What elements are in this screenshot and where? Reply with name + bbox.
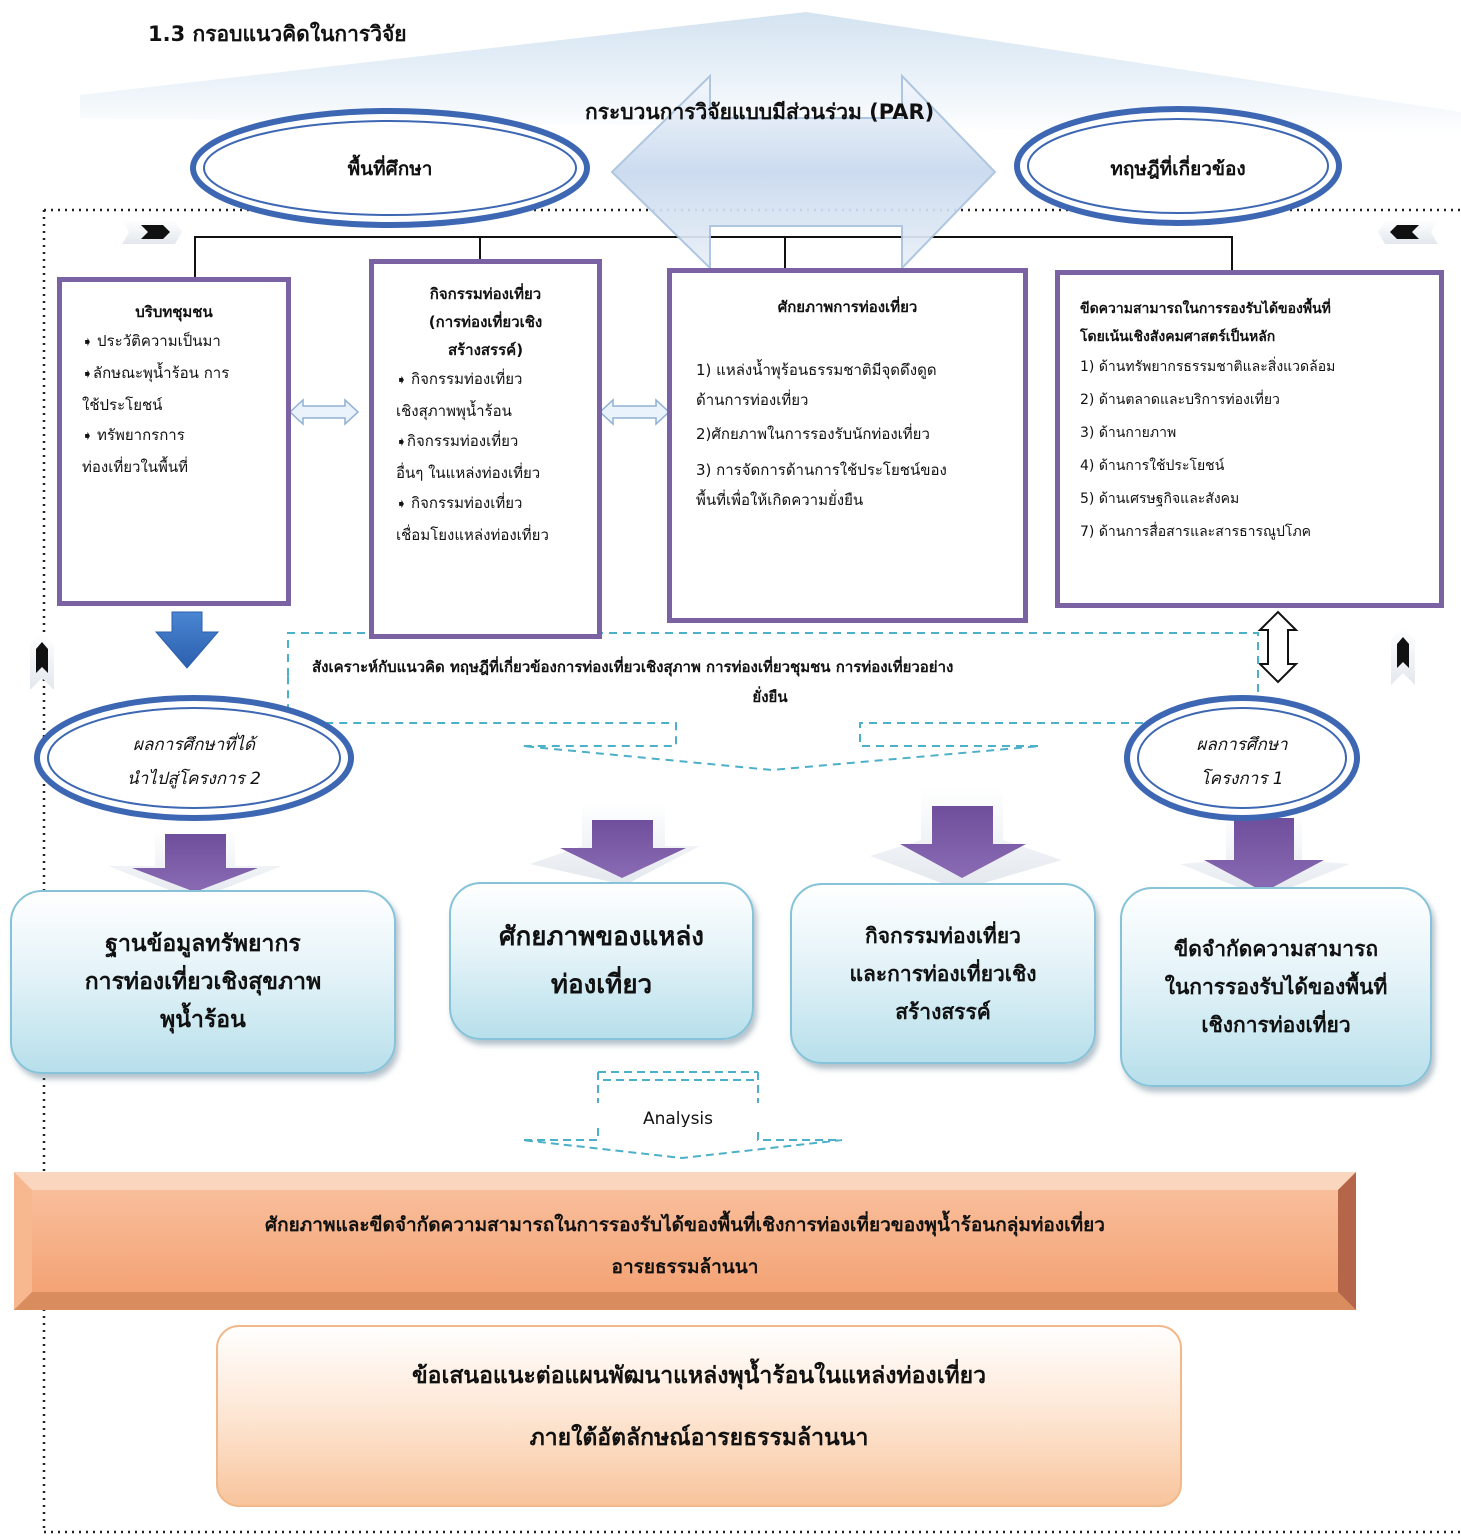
connector-line bbox=[194, 236, 1233, 280]
result-box-potential: ศักยภาพของแหล่ง ท่องเที่ยว bbox=[449, 882, 754, 1040]
tourism-potential-box: ศักยภาพการท่องเที่ยว 1) แหล่งน้ำพุร้อนธร… bbox=[667, 268, 1028, 623]
box-line: 5) ด้านเศรษฐกิจและสังคม bbox=[1080, 491, 1240, 507]
result-box-activities: กิจกรรมท่องเที่ยว และการท่องเที่ยวเชิง ส… bbox=[790, 883, 1096, 1064]
synthesis-text-1: สังเคราะห์กับแนวคิด ทฤษฎีที่เกี่ยวข้องกา… bbox=[312, 658, 954, 676]
box-line: 3) ด้านกายภาพ bbox=[1080, 425, 1177, 441]
box-line: พื้นที่เพื่อให้เกิดความยั่งยืน bbox=[696, 491, 864, 509]
box-line: ประวัติความเป็นมา bbox=[97, 332, 221, 350]
oval-theories bbox=[1014, 106, 1342, 226]
synthesis-dashed-outline bbox=[287, 632, 1259, 772]
result-line: สร้างสรรค์ bbox=[895, 999, 991, 1024]
result-box-capacity: ขีดจำกัดความสามารถ ในการรองรับได้ของพื้น… bbox=[1120, 887, 1432, 1087]
tourism-activities-title-2: (การท่องเที่ยวเชิง bbox=[428, 313, 543, 331]
chevron-right-icon bbox=[122, 220, 182, 244]
result-line: ขีดจำกัดความสามารถ bbox=[1173, 937, 1379, 961]
bullet-icon: ➧ bbox=[82, 429, 98, 444]
section-title: 1.3 กรอบแนวคิดในการวิจัย bbox=[148, 22, 407, 46]
bullet-icon: ➧ bbox=[82, 335, 98, 350]
carrying-capacity-title-1: ขีดความสามารถในการรองรับได้ของพื้นที่ bbox=[1080, 301, 1331, 317]
oval-line: นำไปสู่โครงการ 2 bbox=[126, 769, 261, 789]
box-line: อื่นๆ ในแหล่งท่องเที่ยว bbox=[396, 464, 541, 482]
box-line: กิจกรรมท่องเที่ยว bbox=[411, 370, 523, 388]
box-line: ด้านการท่องเที่ยว bbox=[696, 391, 809, 409]
synthesis-text-2: ยั่งยืน bbox=[752, 688, 788, 706]
bullet-icon: ➧ bbox=[396, 373, 412, 388]
result-box-database: ฐานข้อมูลทรัพยากร การท่องเที่ยวเชิงสุขภา… bbox=[10, 890, 396, 1074]
result-line: ในการรองรับได้ของพื้นที่ bbox=[1164, 975, 1388, 999]
oval-line: ผลการศึกษา bbox=[1196, 735, 1288, 755]
oval-results-project2 bbox=[34, 695, 354, 821]
summary-bevel-banner bbox=[14, 1172, 1356, 1310]
oval-line: โครงการ 1 bbox=[1200, 769, 1284, 789]
oval-line: ผลการศึกษาที่ได้ bbox=[133, 735, 255, 755]
box-line: ลักษณะพุน้ำร้อน การ bbox=[92, 364, 230, 382]
box-line: กิจกรรมท่องเที่ยว bbox=[411, 494, 523, 512]
vertical-double-arrow-icon bbox=[1257, 610, 1299, 684]
box-line: เชื่อมโยงแหล่งท่องเที่ยว bbox=[396, 526, 549, 544]
box-line: 7) ด้านการสื่อสารและสารธารณูปโภค bbox=[1080, 524, 1312, 540]
box-line: ท่องเที่ยวในพื้นที่ bbox=[82, 458, 189, 476]
box-line: ใช้ประโยชน์ bbox=[82, 396, 163, 414]
double-arrow-icon bbox=[288, 398, 360, 426]
result-line: เชิงการท่องเที่ยว bbox=[1201, 1013, 1351, 1037]
oval-study-area-label: พื้นที่ศึกษา bbox=[347, 158, 433, 180]
community-context-box: บริบทชุมชน ➧ ประวัติความเป็นมา ➧ลักษณะพุ… bbox=[57, 277, 291, 606]
oval-theories-label: ทฤษฎีที่เกี่ยวข้อง bbox=[1110, 158, 1246, 180]
box-line: 2)ศักยภาพในการรองรับนักท่องเที่ยว bbox=[696, 425, 930, 443]
result-line: และการท่องเที่ยวเชิง bbox=[849, 961, 1037, 986]
box-line: เชิงสุภาพพุน้ำร้อน bbox=[396, 402, 512, 420]
bullet-icon: ➧ bbox=[396, 497, 412, 512]
result-line: กิจกรรมท่องเที่ยว bbox=[865, 923, 1021, 948]
oval-results-project1-label: ผลการศึกษา โครงการ 1 bbox=[1142, 728, 1342, 796]
analysis-dashed-outline bbox=[521, 1071, 843, 1160]
box-line: 1) ด้านทรัพยากรธรรมชาติและสิ่งแวดล้อม bbox=[1080, 359, 1336, 375]
recommendation-line-2: ภายใต้อัตลักษณ์อารยธรรมล้านนา bbox=[529, 1425, 869, 1451]
analysis-label: Analysis bbox=[642, 1109, 714, 1127]
box-line: 4) ด้านการใช้ประโยชน์ bbox=[1080, 458, 1225, 474]
chevron-left-icon bbox=[1378, 220, 1438, 244]
bullet-icon: ➧ bbox=[396, 435, 407, 450]
box-line: 3) การจัดการด้านการใช้ประโยชน์ของ bbox=[696, 461, 947, 479]
blue-down-arrow bbox=[154, 611, 220, 669]
box-line: 1) แหล่งน้ำพุร้อนธรรมชาติมีจุดดึงดูด bbox=[696, 361, 937, 379]
tourism-activities-title-3: สร้างสรรค์) bbox=[447, 341, 524, 359]
down-arrow bbox=[560, 820, 686, 878]
chevron-up-icon-left bbox=[30, 632, 54, 690]
recommendation-line-1: ข้อเสนอแนะต่อแผนพัฒนาแหล่งพุน้ำร้อนในแหล… bbox=[411, 1363, 987, 1389]
carrying-capacity-title-2: โดยเน้นเชิงสังคมศาสตร์เป็นหลัก bbox=[1080, 329, 1276, 345]
tourism-activities-title-1: กิจกรรมท่องเที่ยว bbox=[429, 285, 542, 303]
tourism-potential-title: ศักยภาพการท่องเที่ยว bbox=[777, 298, 918, 316]
result-line: ศักยภาพของแหล่ง bbox=[499, 922, 704, 952]
par-label: กระบวนการวิจัยแบบมีส่วนร่วม (PAR) bbox=[585, 100, 935, 124]
box-line: กิจกรรมท่องเที่ยว bbox=[406, 432, 519, 450]
oval-results-project1 bbox=[1124, 695, 1360, 821]
result-line: ฐานข้อมูลทรัพยากร bbox=[105, 931, 301, 957]
box-line: 2) ด้านตลาดและบริการท่องเที่ยว bbox=[1080, 392, 1280, 408]
bullet-icon: ➧ bbox=[82, 367, 93, 382]
recommendation-box bbox=[216, 1325, 1182, 1507]
oval-study-area bbox=[190, 108, 590, 228]
oval-results-project2-label: ผลการศึกษาที่ได้ นำไปสู่โครงการ 2 bbox=[64, 728, 324, 796]
carrying-capacity-box: ขีดความสามารถในการรองรับได้ของพื้นที่ โด… bbox=[1055, 270, 1444, 608]
summary-line-2: อารยธรรมล้านนา bbox=[611, 1256, 759, 1278]
result-line: การท่องเที่ยวเชิงสุขภาพ bbox=[84, 969, 322, 995]
chevron-up-icon-right bbox=[1391, 627, 1415, 685]
down-arrow bbox=[1204, 818, 1324, 892]
roof-triangle bbox=[80, 12, 1461, 135]
summary-line-1: ศักยภาพและขีดจำกัดความสามารถในการรองรับไ… bbox=[265, 1214, 1105, 1236]
tourism-activities-box: กิจกรรมท่องเที่ยว (การท่องเที่ยวเชิง สร้… bbox=[369, 259, 602, 639]
result-line: พุน้ำร้อน bbox=[160, 1007, 246, 1033]
double-arrow-icon bbox=[598, 398, 671, 426]
community-context-title: บริบทชุมชน bbox=[135, 303, 213, 321]
par-double-arrow bbox=[610, 73, 997, 271]
result-line: ท่องเที่ยว bbox=[550, 970, 653, 1000]
down-arrow bbox=[132, 834, 258, 892]
down-arrow bbox=[900, 806, 1026, 878]
box-line: ทรัพยากรการ bbox=[97, 426, 185, 444]
